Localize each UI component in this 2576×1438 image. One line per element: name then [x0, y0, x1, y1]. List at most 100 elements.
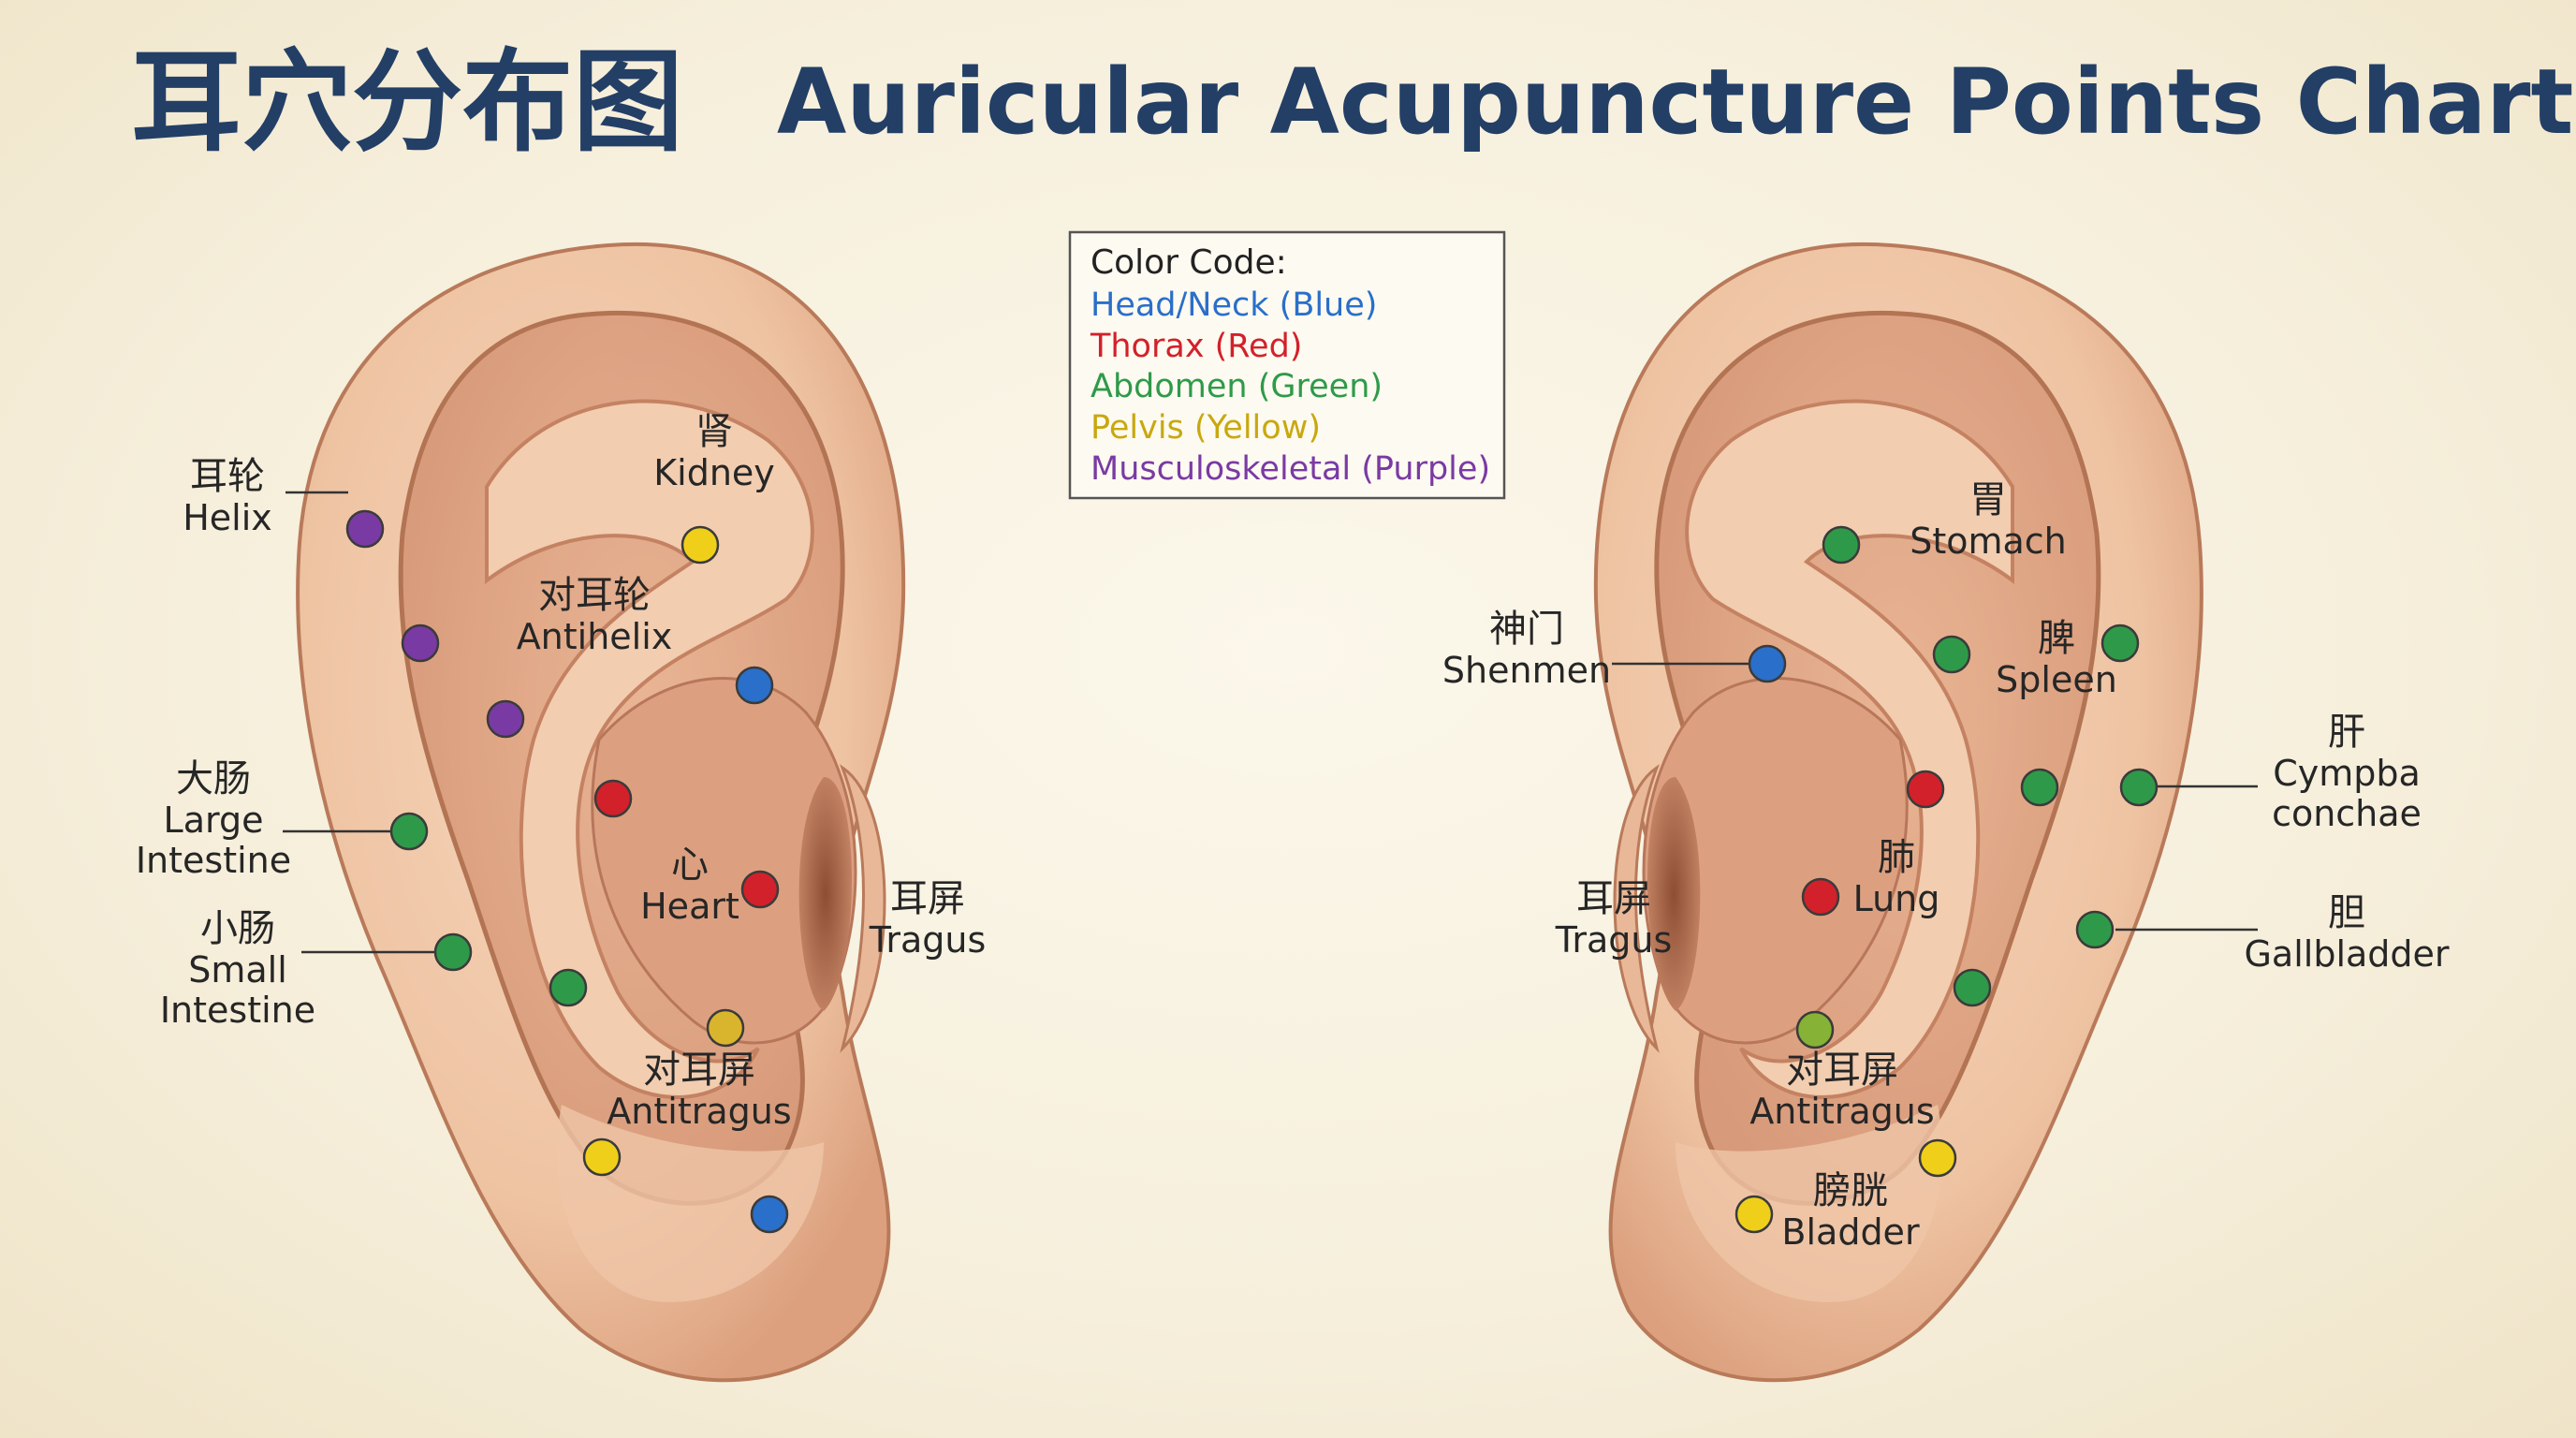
point-label-english: Cympba	[2273, 753, 2421, 794]
point-thorax-red-right[interactable]	[1906, 770, 1945, 809]
point-large-intestine-green[interactable]	[389, 812, 429, 851]
point-stomach-green[interactable]	[1822, 525, 1861, 565]
legend-heading: Color Code:	[1090, 243, 1287, 282]
point-label-english: Antitragus	[1749, 1091, 1934, 1132]
point-label-chinese: 心	[671, 844, 709, 887]
point-label-chinese: 神门	[1489, 608, 1564, 651]
point-shenmen-blue[interactable]	[1748, 644, 1787, 683]
point-abdomen-green[interactable]	[549, 968, 588, 1007]
point-label-english: Kidney	[653, 452, 775, 493]
point-label-english: Intestine	[160, 990, 315, 1031]
point-label-english: Antihelix	[517, 616, 673, 657]
point-helix-purple[interactable]	[345, 509, 385, 549]
point-label-chinese: 对耳轮	[538, 574, 651, 617]
point-label-english: Tragus	[869, 919, 987, 961]
point-label-chinese: 对耳屏	[1786, 1049, 1898, 1092]
point-antitragus-mustard[interactable]	[706, 1008, 745, 1048]
point-label-chinese: 肝	[2328, 711, 2365, 754]
point-label-english: Large	[164, 800, 264, 841]
point-lobe-blue[interactable]	[750, 1195, 789, 1234]
right-ear	[1593, 242, 2203, 1383]
point-label-chinese: 胆	[2328, 891, 2365, 934]
legend-item: Pelvis (Yellow)	[1090, 409, 1321, 447]
point-label-english: conchae	[2272, 793, 2422, 834]
point-kidney-yellow[interactable]	[681, 525, 720, 565]
point-lung-red[interactable]	[1801, 877, 1840, 917]
point-label-chinese: 膀胱	[1813, 1169, 1888, 1212]
point-label-english: Spleen	[1996, 659, 2117, 700]
point-abdomen-green-right[interactable]	[2020, 768, 2059, 807]
point-label-english: Tragus	[1555, 919, 1673, 961]
point-label-english: Intestine	[136, 840, 291, 881]
point-antihelix-blue[interactable]	[735, 666, 774, 705]
point-labels: 耳轮Helix肾Kidney对耳轮Antihelix大肠LargeIntesti…	[136, 410, 2450, 1253]
point-antihelix-purple-2[interactable]	[486, 699, 525, 739]
color-legend: Color Code: Head/Neck (Blue) Thorax (Red)…	[1068, 230, 1506, 500]
point-bladder-yellow[interactable]	[1918, 1138, 1957, 1178]
point-antihelix-purple[interactable]	[401, 624, 440, 663]
legend-item: Head/Neck (Blue)	[1090, 286, 1377, 324]
point-label-chinese: 耳轮	[190, 455, 265, 498]
left-ear-antihelix	[485, 399, 814, 1100]
title-chinese: 耳穴分布图	[131, 37, 683, 167]
point-label-chinese: 耳屏	[890, 877, 965, 920]
point-label-english: Heart	[640, 886, 739, 927]
point-label-chinese: 肺	[1878, 836, 1915, 879]
point-label-english: Gallbladder	[2244, 933, 2449, 975]
right-ear-tragus	[1613, 764, 1661, 1053]
point-label-chinese: 对耳屏	[643, 1049, 755, 1092]
legend-item: Musculoskeletal (Purple)	[1090, 450, 1490, 488]
point-heart-red[interactable]	[740, 870, 780, 909]
point-antitragus-olive[interactable]	[1795, 1010, 1835, 1049]
legend-item: Abdomen (Green)	[1090, 368, 1383, 405]
point-label-chinese: 耳屏	[1576, 877, 1651, 920]
title-english: Auricular Acupuncture Points Chart	[777, 50, 2573, 154]
point-label-english: Stomach	[1910, 521, 2067, 562]
point-spleen-green-2[interactable]	[1932, 635, 1971, 674]
point-label-english: Shenmen	[1442, 650, 1611, 691]
point-bladder-yellow-2[interactable]	[1734, 1195, 1774, 1234]
point-gallbladder-green[interactable]	[2075, 910, 2115, 949]
right-ear-antihelix	[1685, 399, 2014, 1100]
point-small-intestine-green[interactable]	[433, 932, 473, 972]
point-label-english: Helix	[183, 497, 272, 538]
point-thorax-red[interactable]	[593, 779, 633, 818]
point-label-english: Lung	[1853, 878, 1940, 919]
point-label-english: Antitragus	[607, 1091, 791, 1132]
point-pelvis-yellow[interactable]	[582, 1137, 622, 1177]
point-label-chinese: 小肠	[200, 907, 275, 950]
left-ear-canal	[798, 777, 852, 1011]
legend-items: Head/Neck (Blue) Thorax (Red)Abdomen (Gre…	[1090, 286, 1490, 488]
point-abdomen-green-lower[interactable]	[1953, 968, 1992, 1007]
legend-item: Thorax (Red)	[1090, 328, 1302, 365]
point-label-english: Bladder	[1781, 1211, 1920, 1253]
leader-lines	[283, 491, 2258, 954]
point-spleen-green[interactable]	[2100, 624, 2140, 663]
point-label-chinese: 胃	[1969, 478, 2007, 521]
left-ear-lobe-shade	[556, 1105, 824, 1302]
right-ear-lobe-shade	[1676, 1105, 1943, 1302]
left-ear	[296, 242, 906, 1383]
point-label-chinese: 肾	[695, 410, 733, 453]
point-cympba-green[interactable]	[2119, 768, 2159, 807]
point-label-chinese: 大肠	[176, 757, 251, 800]
acupoint-dots	[345, 509, 2159, 1234]
